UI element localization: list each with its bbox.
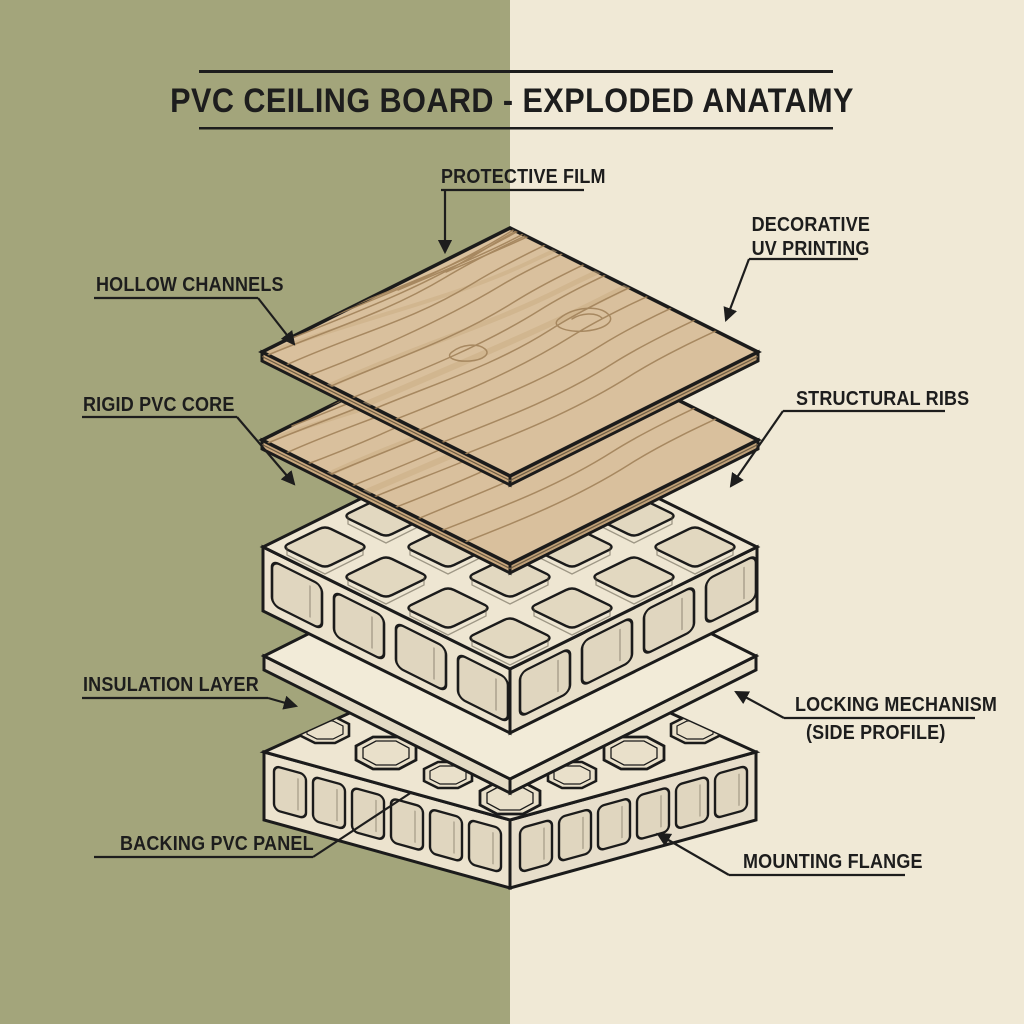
label-locking-mechanism-side-profile: (SIDE PROFILE) bbox=[806, 722, 946, 744]
title-bottom-rule bbox=[199, 127, 833, 130]
label-locking-mechanism: LOCKING MECHANISM bbox=[795, 694, 998, 716]
label-rigid-pvc-core: RIGID PVC CORE bbox=[83, 394, 235, 416]
backing-pvc-panel-leader-line bbox=[312, 791, 413, 858]
label-decorative-uv-printing: DECORATIVE UV PRINTING bbox=[751, 213, 871, 261]
label-mounting-flange: MOUNTING FLANGE bbox=[743, 851, 923, 873]
label-backing-pvc-panel: BACKING PVC PANEL bbox=[120, 833, 314, 855]
title-top-rule bbox=[199, 70, 833, 73]
label-insulation-layer: INSULATION LAYER bbox=[83, 674, 259, 696]
insulation-layer-leader-line bbox=[267, 695, 299, 710]
leader-lines bbox=[82, 188, 975, 877]
decorative-uv-leader-line bbox=[723, 258, 751, 323]
page-title: PVC CEILING BOARD - EXPLODED ANATAMY bbox=[170, 82, 854, 120]
label-hollow-channels: HOLLOW CHANNELS bbox=[96, 274, 284, 296]
hollow-channels-leader-line bbox=[257, 297, 296, 346]
label-decorative-uv-line1: DECORATIVE bbox=[751, 214, 871, 236]
mounting-flange-leader-line bbox=[656, 832, 730, 876]
label-decorative-uv-line2: UV PRINTING bbox=[751, 238, 870, 260]
label-structural-ribs: STRUCTURAL RIBS bbox=[796, 388, 970, 410]
rigid-pvc-core-leader-line bbox=[236, 416, 296, 486]
structural-ribs-leader-line bbox=[729, 410, 784, 488]
label-protective-film: PROTECTIVE FILM bbox=[441, 166, 606, 188]
locking-mechanism-leader-line bbox=[734, 690, 785, 719]
